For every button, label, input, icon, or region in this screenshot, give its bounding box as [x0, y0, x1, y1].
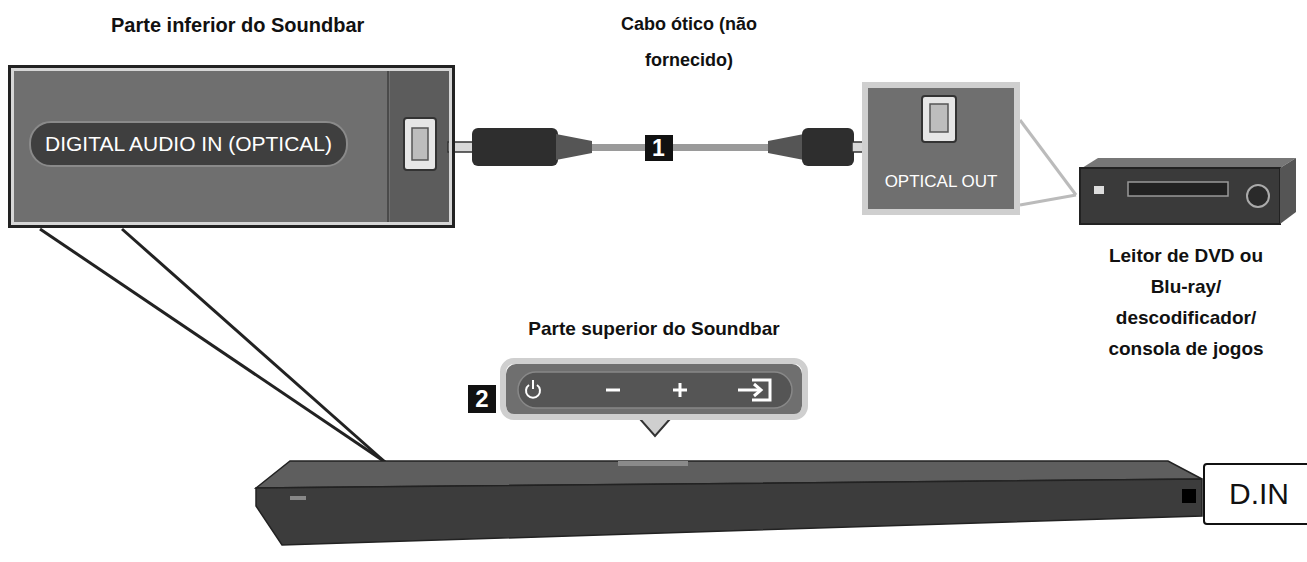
panel-fill — [14, 71, 449, 222]
button-strip — [518, 372, 792, 408]
plus-v — [679, 383, 682, 397]
plug-tip — [448, 142, 474, 152]
optical-port — [922, 96, 956, 142]
soundbar-front — [256, 479, 1202, 545]
callout-number: 2 — [468, 385, 496, 413]
plug-body — [802, 128, 854, 166]
leader-line — [1020, 120, 1076, 195]
optical-port-slot — [930, 104, 948, 132]
callout-panel: Parte inferior do SoundbarDIGITAL AUDIO … — [8, 65, 455, 228]
power-bar — [532, 380, 534, 389]
input-icon — [738, 380, 770, 400]
input-arrow-head — [754, 384, 761, 396]
device-top — [1082, 158, 1296, 168]
plug-body — [472, 128, 558, 166]
port-name: OPTICAL OUT — [868, 172, 1014, 192]
section-heading: Parte superior do Soundbar — [528, 318, 779, 340]
device-label: Leitor de DVD ou Blu-ray/ descodificador… — [1088, 240, 1284, 364]
port-area — [390, 71, 449, 222]
panel-fill — [506, 364, 802, 416]
control-panel: Parte superior do Soundbar — [500, 358, 808, 420]
input-arrow-line — [738, 389, 760, 392]
disc-tray — [1128, 182, 1228, 196]
strain-relief — [768, 134, 804, 160]
divider — [387, 71, 389, 222]
port-marker — [1182, 489, 1196, 503]
section-heading: Parte inferior do Soundbar — [111, 14, 364, 37]
top-buttons — [618, 461, 688, 466]
source-display: D.IN — [1203, 463, 1307, 525]
port-name: DIGITAL AUDIO IN (OPTICAL) — [29, 121, 348, 167]
optical-port-slot — [412, 128, 428, 160]
leader-line — [1020, 195, 1076, 205]
minus-icon — [606, 389, 620, 392]
panel-fill — [868, 88, 1014, 209]
cable-label: Cabo ótico (não fornecido) — [620, 6, 758, 78]
leader-line — [122, 229, 385, 462]
device-side — [1280, 158, 1296, 224]
port-panel: OPTICAL OUT — [862, 82, 1020, 215]
callout-pointer — [640, 419, 670, 436]
callout-number: 1 — [645, 135, 673, 161]
logo — [290, 496, 306, 500]
strain-relief — [556, 134, 592, 160]
display-text: D.IN — [1205, 477, 1307, 511]
dvd-player — [1080, 168, 1280, 224]
leader-line — [40, 229, 385, 462]
power-icon — [526, 380, 540, 398]
plus-icon — [673, 383, 687, 397]
optical-port — [404, 118, 436, 170]
device-button — [1094, 186, 1104, 194]
device-knob — [1247, 185, 1269, 207]
